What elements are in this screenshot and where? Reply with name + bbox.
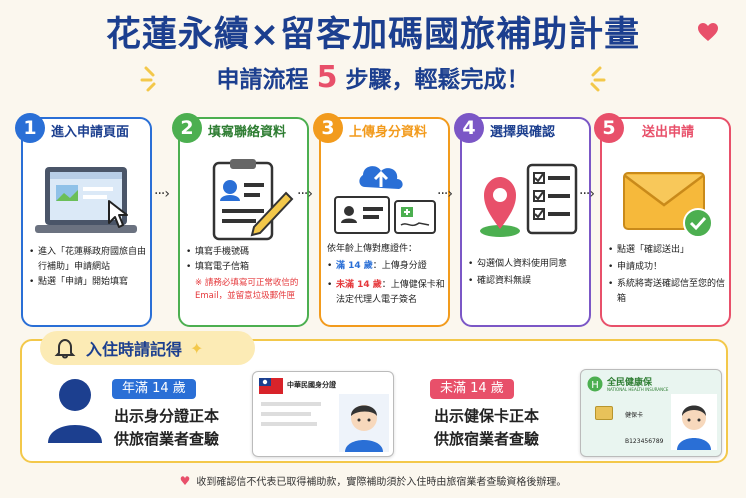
person-icon [48,379,102,443]
step-3-item-text: ：上傳身分證 [372,261,427,271]
health-card-name: 健保卡 [625,412,644,419]
heart-icon [698,23,718,41]
clipboard-icon [212,159,294,241]
id-card-label: 中華民國身分證 [287,381,336,389]
adult-instruction-line: 供旅宿業者查驗 [114,430,220,448]
id-card-icon: 中華民國身分證 [252,371,394,457]
step-2-card: 2 填寫聯絡資料 填寫手機號碼 填寫電子信箱 ※ 請務必填寫可正常收信的Emai… [172,113,310,327]
health-card-label: 全民健康保 [607,378,653,388]
subtitle-text-before: 申請流程 [216,67,317,93]
step-5-item: 申請成功！ [608,260,732,275]
chip-icon [595,406,613,420]
step-2-note: ※ 請務必填寫可正常收信的Email，並留意垃圾郵件匣 [195,278,299,301]
cloud-upload-icon [334,166,436,234]
subtitle-number: 5 [316,60,338,95]
step-1-number: 1 [15,113,45,143]
portrait-icon [671,394,717,450]
checkin-title: 入住時請記得 [86,340,183,359]
step-5-item: 點選「確認送出」 [608,243,732,258]
child-instruction-line: 出示健保卡正本 [434,407,540,425]
footer: ♥ 收到確認信不代表已取得補助款，實際補助須於入住時由旅宿業者查驗資格後辦理。 [0,473,746,489]
step-2-item: 填寫手機號碼 [186,245,310,260]
health-card-sub: NATIONAL HEALTH INSURANCE [607,387,669,392]
id-card-line [261,422,317,426]
portrait-icon [339,394,389,452]
step-4-card: 4 選擇與確認 勾選個人資料使用同意 確認資料無誤 [454,113,592,327]
sparkle-icon [140,66,156,92]
step-5-number: 5 [594,113,624,143]
adult-age-badge: 年滿 14 歲 [112,379,196,399]
page-title: 花蓮永續×留客加碼國旅補助計畫 [105,15,641,55]
step-1-item: 點選「申請」開始填寫 [29,275,153,290]
step-2-title: 填寫聯絡資料 [208,124,287,140]
adult-instruction: 出示身分證正本 供旅宿業者查驗 [114,405,219,451]
laptop-icon [35,167,137,233]
health-card-icon: H 全民健康保 NATIONAL HEALTH INSURANCE 健保卡 B1… [580,369,722,457]
sparkle-icon: ✦ [190,338,204,358]
step-3-number: 3 [313,113,343,143]
step-4-title: 選擇與確認 [490,124,556,140]
step-3-item: 未滿 14 歲：上傳健保卡和法定代理人電子簽名 [327,278,451,308]
step-5-item: 系統將寄送確認信至您的信箱 [608,277,732,307]
step-3-item-label: 未滿 14 歲 [336,280,382,290]
step-4-item: 勾選個人資料使用同意 [468,257,592,272]
checkin-panel: 入住時請記得 ✦ 年滿 14 歲 出示身分證正本 供旅宿業者查驗 中華民國身分證… [20,331,728,463]
sparkle-icon [590,66,606,92]
envelope-icon [623,172,713,238]
id-card-line [261,412,311,416]
step-3-item-text: ：上傳健保卡和法定代理人電子簽名 [336,280,445,305]
step-3-intro: 依年齡上傳對應證件： [327,244,418,254]
id-card-line [261,402,321,406]
step-5-title: 送出申請 [642,124,695,140]
step-4-item: 確認資料無誤 [468,274,592,289]
svg-text:H: H [591,380,599,391]
step-3-item: 滿 14 歲：上傳身分證 [327,259,451,274]
heart-icon: ♥ [179,473,191,488]
flag-icon [259,378,283,394]
arrow-icon: ···› [437,186,453,202]
child-instruction-line: 供旅宿業者查驗 [434,430,540,448]
step-3-item-label: 滿 14 歲 [336,261,373,271]
step-3-card: 3 上傳身分資料 依年齡上傳對應證件： 滿 14 歲：上傳身分證 未滿 14 歲… [313,113,451,327]
arrow-icon: ···› [297,186,313,202]
arrow-icon: ···› [579,186,595,202]
step-1-title: 進入申請頁面 [51,124,130,140]
step-5-card: 5 送出申請 點選「確認送出」 申請成功！ 系統將寄送確認信至您的信箱 [594,113,732,327]
step-1-card: 1 進入申請頁面 進入「花蓮縣政府國旅自由行補助」申請網站 點選「申請」開始填寫 [15,113,153,327]
step-3-title: 上傳身分資料 [349,124,428,140]
page-subtitle: 申請流程 5 步驟，輕鬆完成！ [0,60,746,95]
step-1-item: 進入「花蓮縣政府國旅自由行補助」申請網站 [29,245,153,275]
step-2-item: 填寫電子信箱 [186,260,310,275]
adult-instruction-line: 出示身分證正本 [114,407,220,425]
checklist-icon [480,163,578,237]
child-instruction: 出示健保卡正本 供旅宿業者查驗 [434,405,539,451]
subtitle-text-after: 步驟，輕鬆完成！ [337,67,530,93]
health-card-number: B123456789 [625,438,664,445]
footer-note: 收到確認信不代表已取得補助款，實際補助須於入住時由旅宿業者查驗資格後辦理。 [196,477,567,488]
step-2-number: 2 [172,113,202,143]
arrow-icon: ···› [154,186,170,202]
bell-icon [54,338,76,359]
step-4-number: 4 [454,113,484,143]
child-age-badge: 未滿 14 歲 [430,379,514,399]
health-logo-icon: H [587,376,603,392]
checkin-tag: 入住時請記得 ✦ [40,331,255,365]
